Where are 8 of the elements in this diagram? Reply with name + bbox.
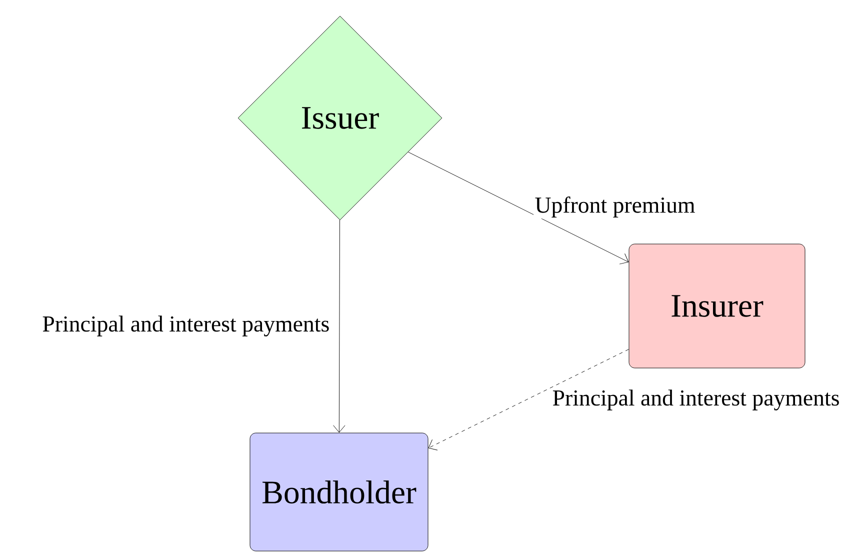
arrow: [408, 152, 629, 264]
edge-label: Principal and interest payments: [551, 388, 841, 412]
process-box: Bondholder: [250, 432, 428, 552]
edge-label: Upfront premium: [534, 195, 696, 219]
arrow: [428, 349, 629, 450]
process-box: Insurer: [628, 244, 806, 368]
edge-label: Principal and interest payments: [41, 314, 331, 338]
arrow: [333, 220, 346, 433]
